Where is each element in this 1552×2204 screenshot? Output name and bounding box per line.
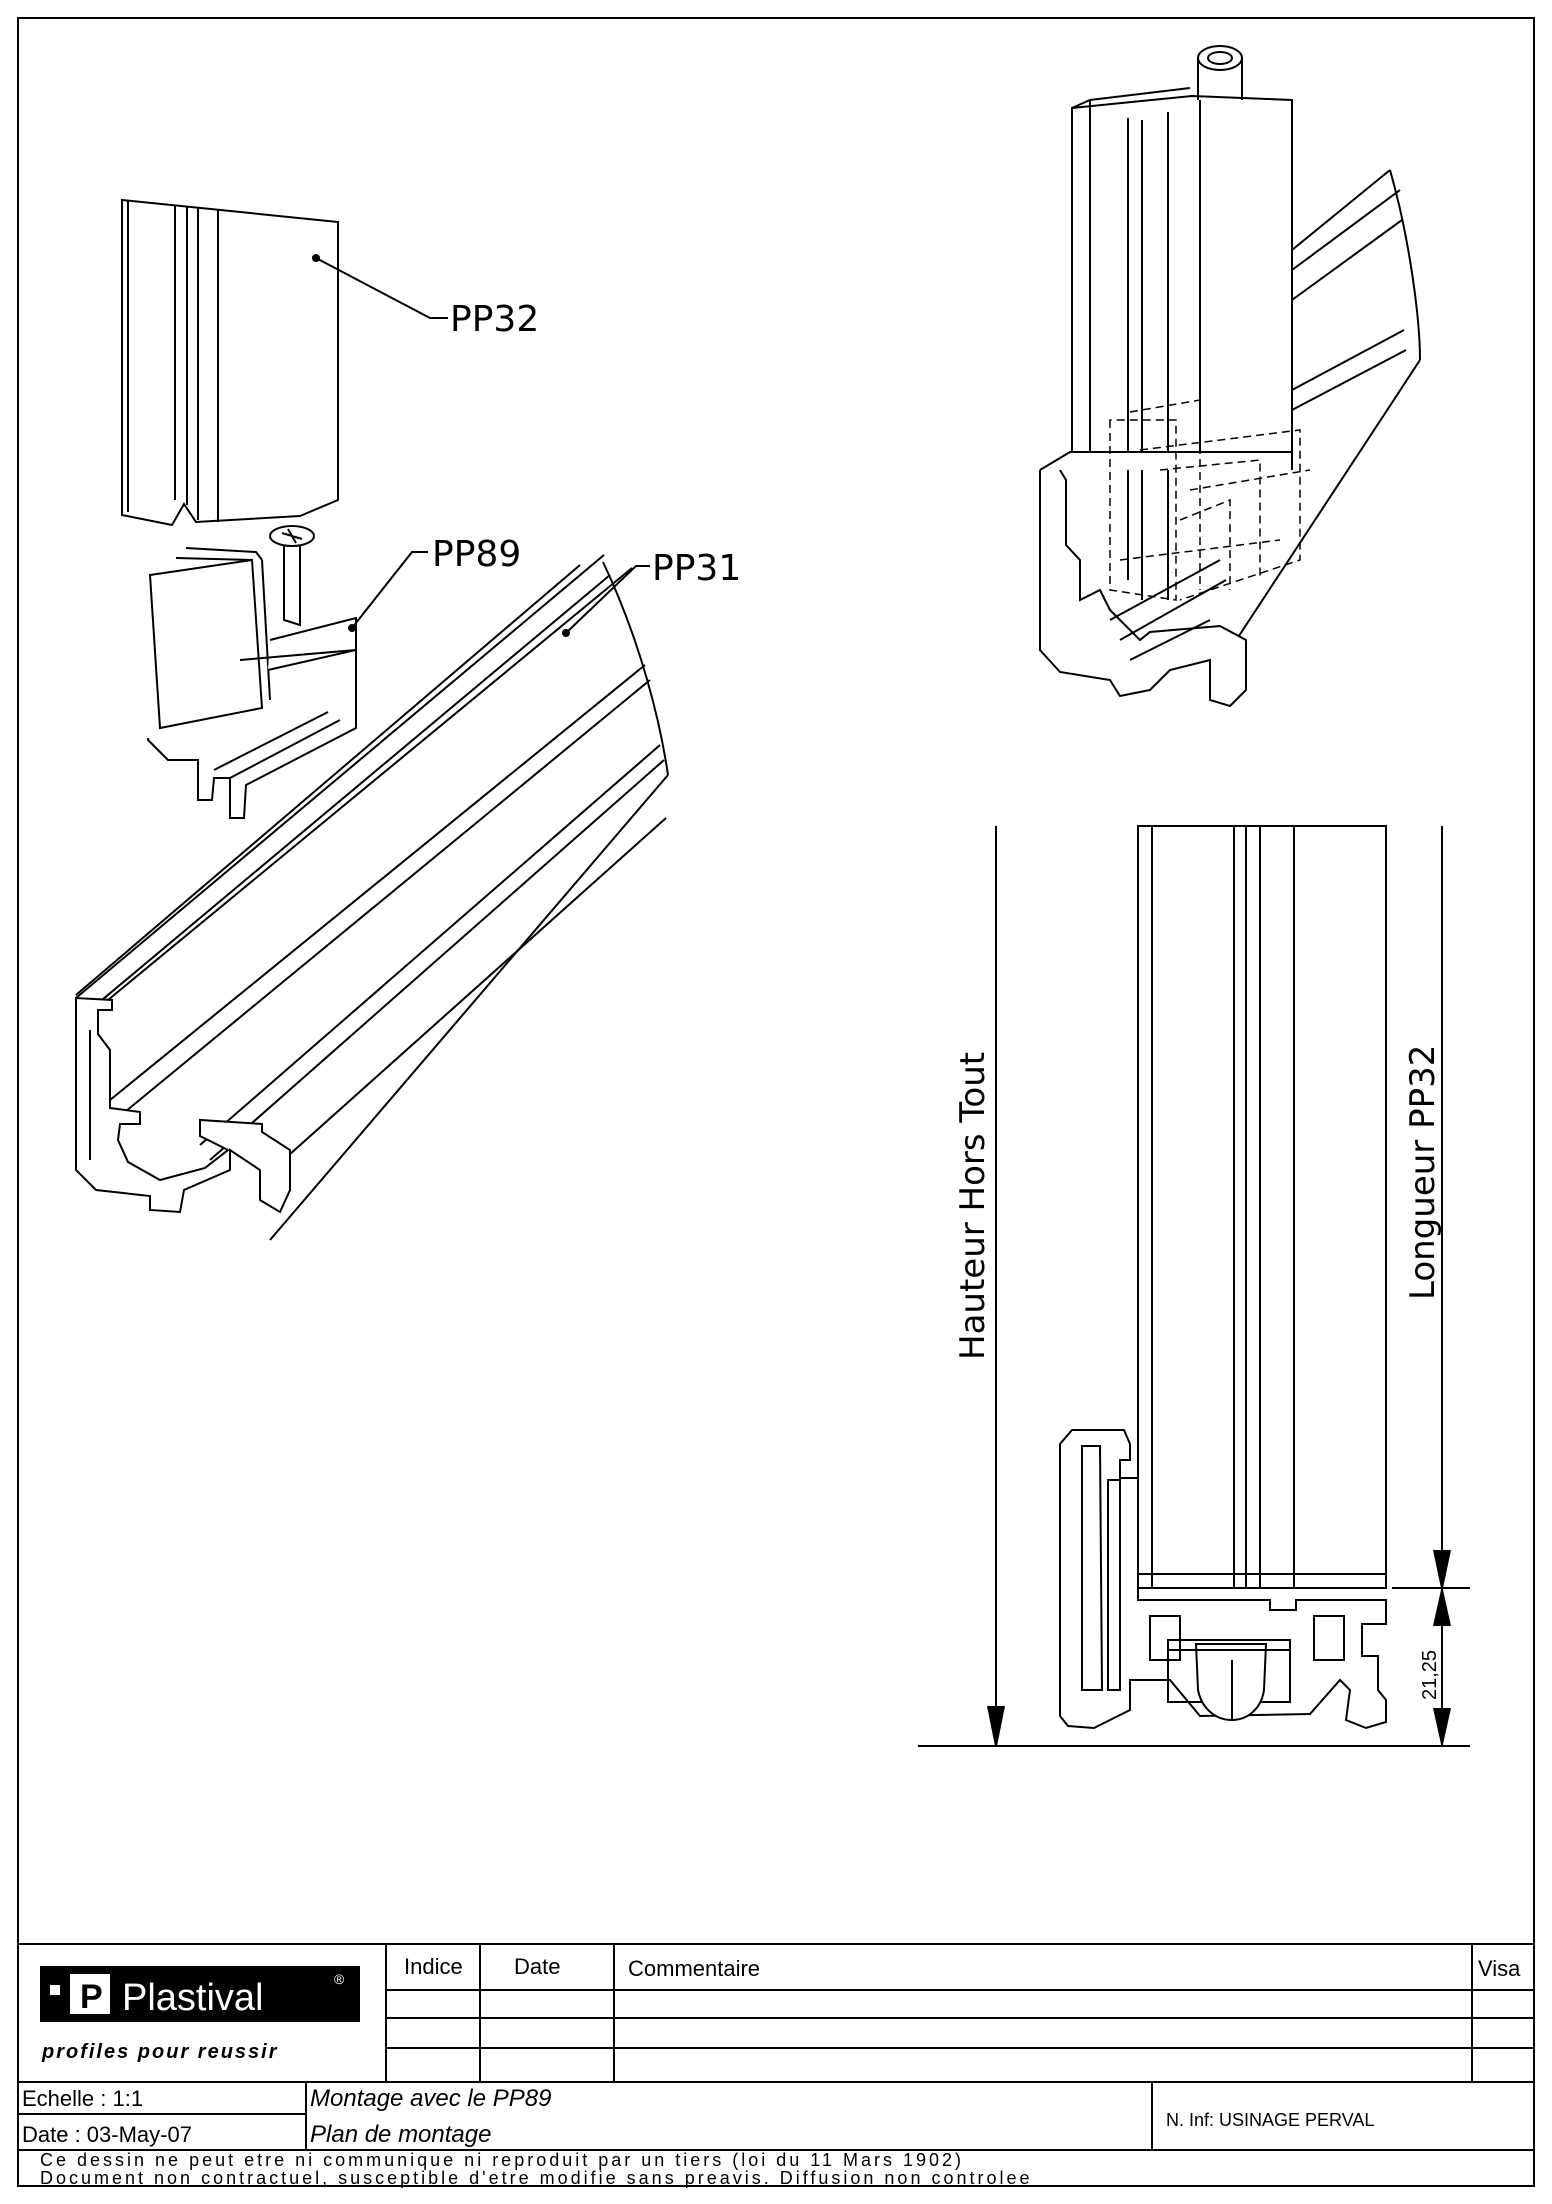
callout-pp32: PP32 bbox=[450, 299, 539, 340]
svg-text:P: P bbox=[80, 1978, 103, 2016]
leader-pp89 bbox=[351, 551, 428, 629]
pp89-connector bbox=[147, 525, 357, 819]
header-commentaire: Commentaire bbox=[628, 1956, 760, 1981]
scale-field: Echelle : 1:1 bbox=[22, 2086, 143, 2111]
pp32-profile bbox=[121, 198, 339, 527]
svg-text:Plastival: Plastival bbox=[122, 1977, 264, 2019]
legal-notice-line1: Ce dessin ne peut etre ni communique ni … bbox=[40, 2150, 964, 2170]
header-indice: Indice bbox=[404, 1954, 463, 1979]
label-hauteur-hors-tout: Hauteur Hors Tout bbox=[953, 1052, 993, 1360]
date-field: Date : 03-May-07 bbox=[22, 2122, 192, 2147]
label-longueur-pp32: Longueur PP32 bbox=[1403, 1045, 1443, 1300]
logo-tagline: profiles pour reussir bbox=[41, 2041, 279, 2063]
callout-pp89: PP89 bbox=[432, 534, 521, 575]
reference-field: N. Inf: USINAGE PERVAL bbox=[1166, 2110, 1374, 2130]
drawing-subtitle: Plan de montage bbox=[310, 2121, 491, 2148]
header-visa: Visa bbox=[1478, 1956, 1521, 1981]
callout-pp31: PP31 bbox=[652, 548, 741, 589]
assembled-view bbox=[1039, 45, 1421, 708]
svg-text:®: ® bbox=[334, 1971, 345, 1987]
pp31-rail bbox=[75, 554, 669, 1241]
plastival-logo: P Plastival ® bbox=[40, 1966, 360, 2022]
leader-pp31 bbox=[565, 565, 650, 634]
label-dimension-21-25: 21,25 bbox=[1419, 1650, 1441, 1700]
exploded-view bbox=[75, 198, 669, 1241]
legal-notice-line2: Document non contractuel, susceptible d'… bbox=[40, 2168, 1033, 2188]
title-block bbox=[17, 1943, 1535, 2187]
section-view bbox=[918, 825, 1470, 1747]
header-date: Date bbox=[514, 1954, 560, 1979]
leader-pp32 bbox=[315, 257, 448, 319]
drawing-title: Montage avec le PP89 bbox=[310, 2085, 552, 2112]
